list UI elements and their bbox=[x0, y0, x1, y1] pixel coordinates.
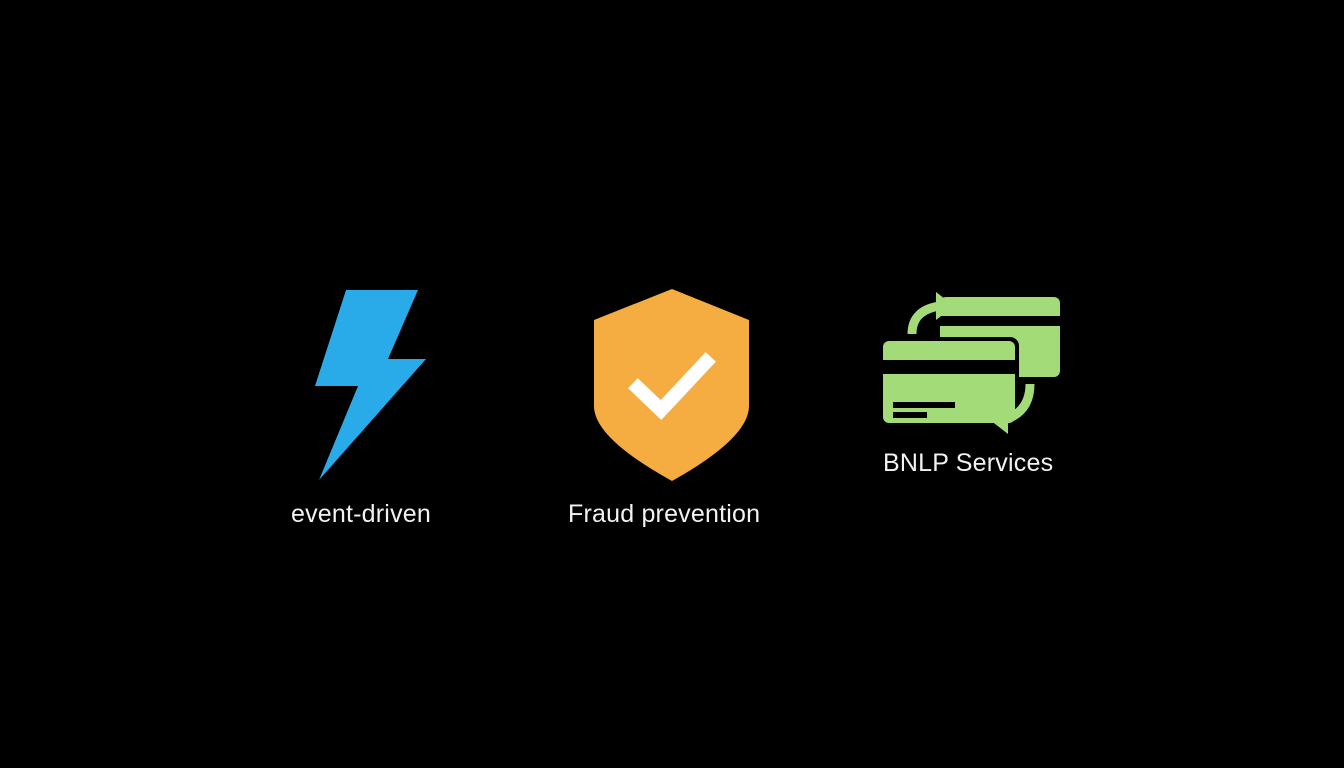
lightning-bolt-icon bbox=[315, 290, 426, 480]
feature-label: Fraud prevention bbox=[568, 500, 761, 528]
feature-label: BNLP Services bbox=[883, 449, 1054, 477]
credit-cards-exchange-icon bbox=[882, 292, 1060, 434]
feature-label: event-driven bbox=[291, 500, 431, 528]
shield-check-icon bbox=[594, 289, 749, 481]
